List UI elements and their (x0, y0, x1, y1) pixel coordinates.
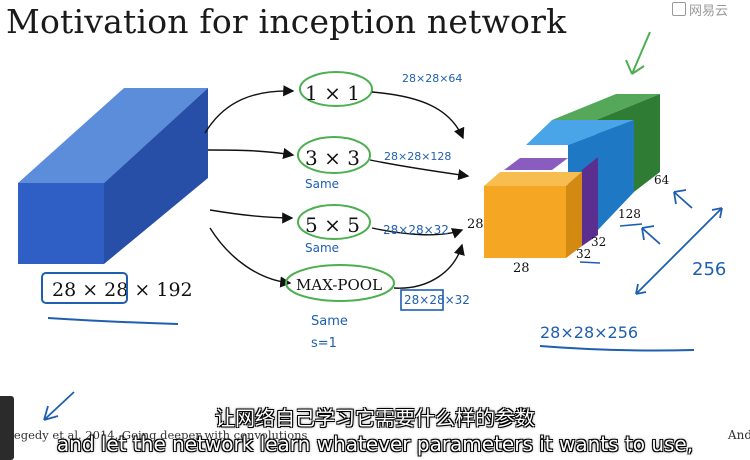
pool-shape-box (400, 289, 444, 311)
note-5x5-shape: 28×28×32 (383, 223, 449, 237)
green-arrow-icon (625, 31, 651, 75)
citation: Szegedy et al. 2014. Going deeper with c… (0, 428, 308, 442)
subtitle-chinese: 让网络自己学习它需要什么样的参数 (215, 406, 535, 430)
branch-label: 3 × 3 (305, 146, 360, 170)
watermark-text: 网易云 (689, 3, 729, 19)
note-total-depth: 256 (692, 259, 726, 280)
output-width-label: 28 (513, 261, 530, 276)
output-height-label: 28 (467, 217, 484, 232)
output-depth-orange: 32 (576, 247, 591, 261)
arrow-pointer-icon (673, 189, 693, 209)
author-fragment: And (727, 428, 750, 442)
citation-arrow-icon (43, 391, 75, 421)
output-arrows (369, 91, 470, 289)
note-5x5-padding: Same (305, 241, 339, 255)
note-pool-stride: s=1 (311, 336, 337, 351)
branch-arrows (204, 85, 295, 288)
branch-label: 1 × 1 (305, 81, 360, 105)
branch-circle (297, 204, 371, 240)
arrow-pointer-icon (641, 225, 661, 245)
branch-maxpool: MAX-POOL (285, 264, 395, 302)
branch-1x1: 1 × 1 (299, 71, 373, 107)
branch-label: 5 × 5 (305, 213, 360, 237)
output-depth-green: 64 (654, 173, 670, 187)
note-3x3-padding: Same (305, 177, 339, 191)
branch-circle (299, 71, 373, 107)
note-output-shape: 28×28×256 (540, 323, 638, 342)
note-1x1-shape: 28×28×64 (402, 72, 462, 85)
side-panel-tab[interactable] (0, 396, 14, 460)
branch-circle (297, 136, 371, 174)
depth-underline (619, 223, 643, 227)
branch-5x5: 5 × 5 (297, 204, 371, 240)
branch-circle (285, 264, 395, 302)
input-volume (18, 88, 208, 264)
output-depth-purple: 32 (591, 235, 606, 249)
logo-icon (672, 2, 686, 16)
subtitle-english: and let the network learn whatever param… (56, 432, 694, 456)
branch-3x3: 3 × 3 (297, 136, 371, 174)
slide-title: Motivation for inception network (6, 2, 567, 41)
input-underline (47, 317, 179, 325)
note-pool-padding: Same (311, 314, 348, 329)
input-dims-annotation-box (41, 272, 128, 304)
note-3x3-shape: 28×28×128 (384, 150, 451, 163)
output-underline (539, 345, 695, 352)
watermark-logo: 网易云 (672, 0, 750, 18)
note-pool-shape: 28×28×32 (404, 293, 470, 307)
output-volume (484, 94, 660, 258)
depth-underline (579, 261, 601, 264)
output-depth-blue: 128 (618, 207, 641, 221)
branch-label: MAX-POOL (296, 276, 382, 294)
input-volume-label: 28 × 28 × 192 (52, 279, 193, 301)
double-arrow-icon (635, 207, 723, 295)
